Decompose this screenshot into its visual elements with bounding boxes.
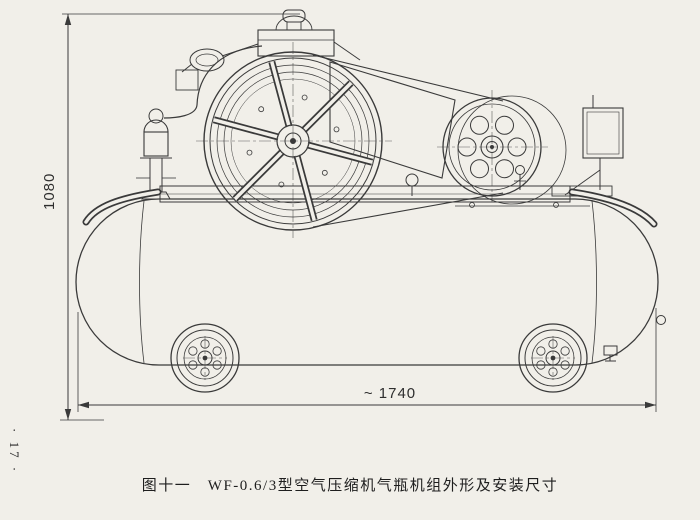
motor-pulley xyxy=(442,95,567,205)
dimension-length-label: ~ 1740 xyxy=(364,385,416,402)
center-lines xyxy=(183,42,575,380)
dimension-height: 1080 xyxy=(41,13,300,421)
intake-assembly xyxy=(163,9,361,119)
flywheel xyxy=(203,51,383,231)
electrical-box xyxy=(551,95,624,197)
pressure-gauge xyxy=(405,173,419,196)
figure-caption: 图十一 WF-0.6/3型空气压缩机气瓶机组外形及安装尺寸 xyxy=(141,478,559,494)
air-tank xyxy=(75,198,666,366)
dimension-length: ~ 1740 xyxy=(77,308,657,412)
drive-belt xyxy=(312,54,504,228)
right-handle xyxy=(568,188,658,228)
page-number: · 17 · xyxy=(7,428,22,475)
technical-drawing: 1080 ~ 1740 xyxy=(41,9,666,421)
left-wheel xyxy=(170,323,240,393)
dimension-height-label: 1080 xyxy=(41,173,58,210)
left-handle xyxy=(82,188,162,226)
muffler xyxy=(189,48,225,72)
intake-pipe xyxy=(163,45,263,119)
tank-end-fitting xyxy=(656,315,666,325)
cylinder-block xyxy=(175,61,456,179)
right-wheel xyxy=(518,323,588,393)
drain-valve xyxy=(603,345,618,362)
safety-valve xyxy=(514,165,526,190)
